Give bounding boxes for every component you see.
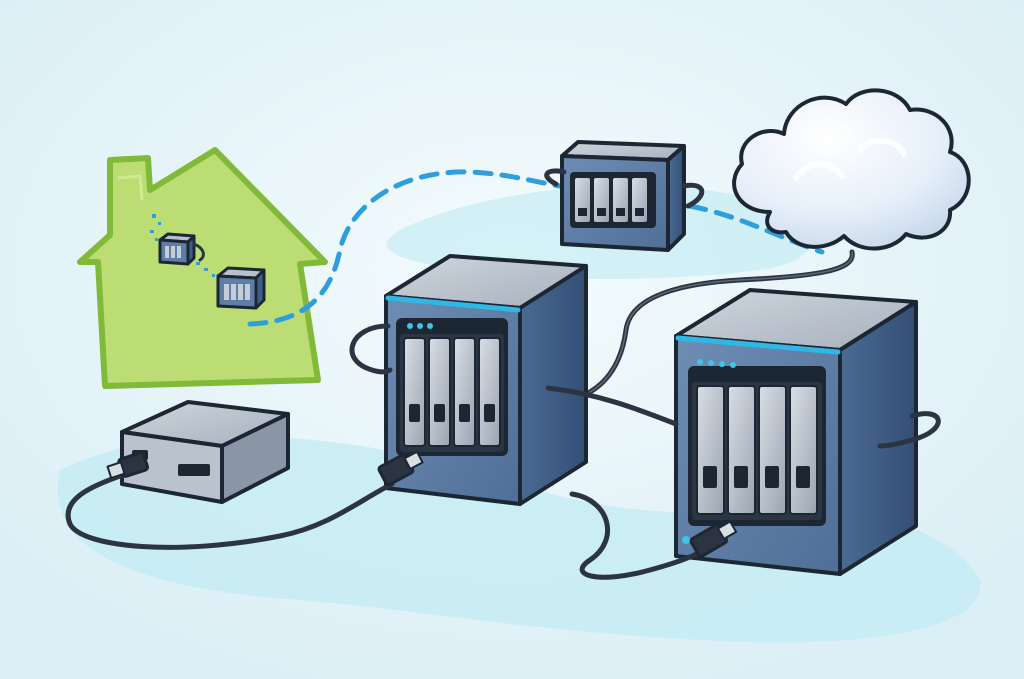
usb-plug-icon xyxy=(106,451,150,479)
secondary-nas-drive-bays xyxy=(696,385,818,515)
house-icon xyxy=(77,147,328,389)
cable-cloud-to-nas-secondary-core xyxy=(589,251,853,393)
plug-icon xyxy=(689,520,738,558)
usb-plug-icon xyxy=(377,450,424,487)
wireless-link-home-to-remote xyxy=(247,169,563,327)
nas-icon xyxy=(384,254,588,506)
secondary-nas-leds xyxy=(697,359,736,368)
remote-nas-cable-right xyxy=(681,182,705,209)
primary-nas-leds xyxy=(407,323,433,329)
hard-drive-icon xyxy=(120,400,290,504)
primary-nas-drive-bays xyxy=(403,337,501,447)
mini-device-a-cable xyxy=(192,242,205,262)
cable-nas-primary-to-nas-secondary xyxy=(545,385,679,427)
primary-nas-cable-left xyxy=(349,323,393,375)
mini-nas-icon xyxy=(216,266,266,310)
cloud-icon xyxy=(732,88,971,251)
mini-nas-icon xyxy=(158,232,196,266)
wireless-link-remote-to-cloud xyxy=(687,203,825,255)
home-data-trail xyxy=(150,214,215,277)
power-led xyxy=(682,536,690,544)
usb-cable-drive-to-nas-primary xyxy=(65,471,395,550)
remote-nas-cable-left xyxy=(544,168,567,187)
nas-icon xyxy=(560,140,686,252)
cable-to-nas-secondary-bottom xyxy=(569,491,703,580)
nas-icon xyxy=(674,288,918,576)
secondary-nas-cable-right xyxy=(877,411,941,449)
